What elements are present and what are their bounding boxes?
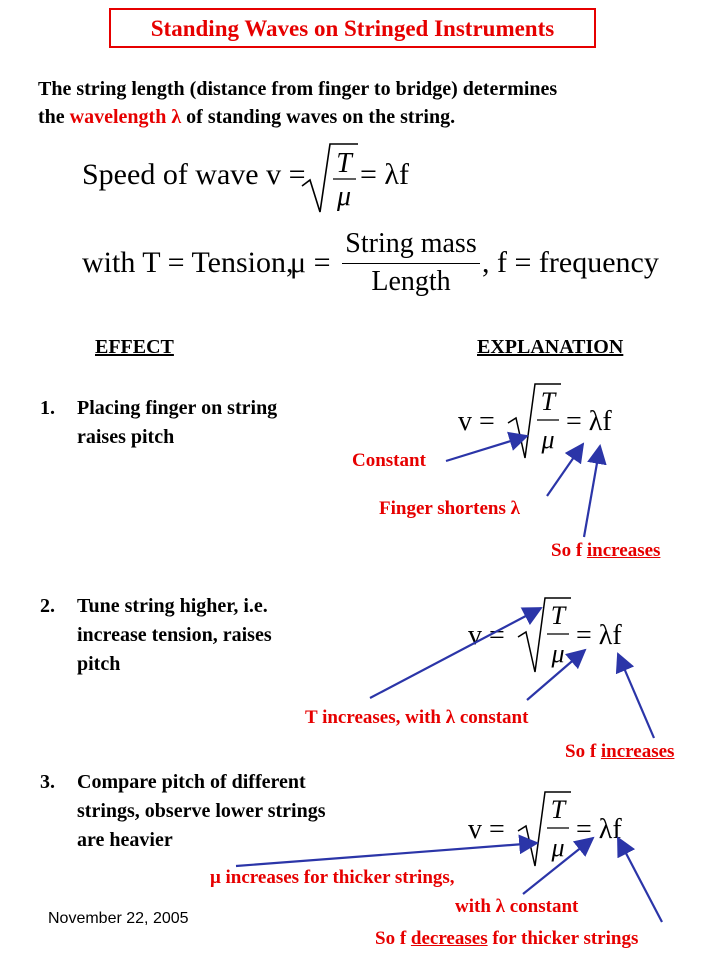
effect-item-1-line-2: raises pitch: [77, 426, 175, 448]
formula-2-rhs: = λf: [576, 620, 622, 651]
intro-text: The string length (distance from finger …: [38, 75, 557, 131]
explanation-formula-3: v = T μ = λf: [468, 791, 622, 867]
label-item-3-result: So f decreases for thicker strings: [375, 928, 638, 950]
effect-item-2-line-1: Tune string higher, i.e.: [77, 595, 268, 617]
arrow-item-2-f: [615, 652, 656, 739]
explanation-formula-1: v = T μ = λf: [458, 383, 612, 459]
intro-line-2-post: of standing waves on the string.: [181, 106, 456, 128]
intro-wavelength: wavelength λ: [69, 106, 182, 128]
formula-2-mu: μ: [550, 639, 564, 668]
arrow-finger-shortens: [546, 442, 585, 497]
label-item-2-result-underlined: increases: [600, 741, 675, 762]
label-item-1-result-pre: So f: [551, 540, 587, 561]
formula-3-mu: μ: [550, 833, 564, 862]
effect-item-3-text: Compare pitch of different strings, obse…: [77, 768, 326, 855]
header-effect: EFFECT: [95, 336, 174, 358]
label-constant: Constant: [352, 450, 426, 471]
header-explanation: EXPLANATION: [477, 336, 624, 358]
arrow-lambda-constant-3: [522, 836, 595, 895]
arrow-item-3-f: [617, 836, 663, 923]
label-item-2-result: So f increases: [565, 741, 674, 763]
formula-1-v: v =: [458, 406, 495, 437]
effect-item-3-number: 3.: [40, 771, 55, 793]
effect-item-2-line-2: increase tension, raises: [77, 624, 272, 646]
effect-item-2-line-3: pitch: [77, 653, 121, 675]
effect-item-3-line-2: strings, observe lower strings: [77, 800, 326, 822]
label-item-3-result-underlined: decreases: [410, 928, 488, 949]
equation-def-pre: with T = Tension,: [82, 246, 294, 279]
arrow-lambda-constant-2: [526, 648, 587, 701]
slide-title: Standing Waves on Stringed Instruments: [109, 8, 596, 48]
label-tension-increases: T increases, with λ constant: [305, 707, 529, 728]
formula-1-T: T: [541, 387, 557, 416]
label-mu-increases: μ increases for thicker strings,: [210, 867, 455, 888]
intro-line-2-pre: the: [38, 106, 70, 128]
label-finger-shortens: Finger shortens λ: [379, 498, 520, 519]
effect-item-2-text: Tune string higher, i.e. increase tensio…: [77, 592, 272, 679]
equation-speed-mu: μ: [336, 181, 351, 212]
formula-3-v: v =: [468, 814, 505, 845]
arrow-tension: [369, 607, 543, 699]
effect-item-1-number: 1.: [40, 397, 55, 419]
equation-def-fraction-bar: [342, 263, 480, 264]
intro-line-2: the wavelength λ of standing waves on th…: [38, 103, 557, 131]
arrow-constant: [445, 431, 529, 463]
intro-line-1: The string length (distance from finger …: [38, 78, 558, 100]
label-item-1-result-underlined: increases: [586, 540, 661, 561]
effect-item-2-number: 2.: [40, 595, 55, 617]
equation-speed-sqrt: T μ: [301, 143, 358, 213]
effect-item-1-text: Placing finger on string raises pitch: [77, 394, 277, 452]
equation-speed-T: T: [336, 148, 354, 179]
equation-def-mu-eq: μ =: [290, 246, 331, 279]
equation-def-numerator: String mass: [345, 228, 477, 259]
effect-item-3-line-3: are heavier: [77, 829, 173, 851]
formula-2-T: T: [551, 601, 567, 630]
footer-date: November 22, 2005: [48, 910, 189, 927]
equation-speed-lhs: Speed of wave v =: [82, 158, 306, 191]
arrow-mu: [235, 834, 539, 868]
effect-item-3-line-1: Compare pitch of different: [77, 771, 306, 793]
label-item-3-result-pre: So f: [375, 928, 411, 949]
formula-1-rhs: = λf: [566, 406, 612, 437]
label-item-3-result-post: for thicker strings: [487, 928, 639, 949]
equation-speed-rhs: = λf: [360, 158, 409, 191]
effect-item-1-line-1: Placing finger on string: [77, 397, 278, 419]
formula-3-T: T: [551, 795, 567, 824]
label-item-2-result-pre: So f: [565, 741, 601, 762]
label-lambda-constant: with λ constant: [455, 896, 579, 917]
equation-def-post: , f = frequency: [482, 246, 659, 279]
arrow-item-1-f: [582, 444, 607, 538]
label-item-1-result: So f increases: [551, 540, 660, 562]
formula-1-mu: μ: [540, 425, 554, 454]
equation-def-denominator: Length: [371, 266, 451, 297]
